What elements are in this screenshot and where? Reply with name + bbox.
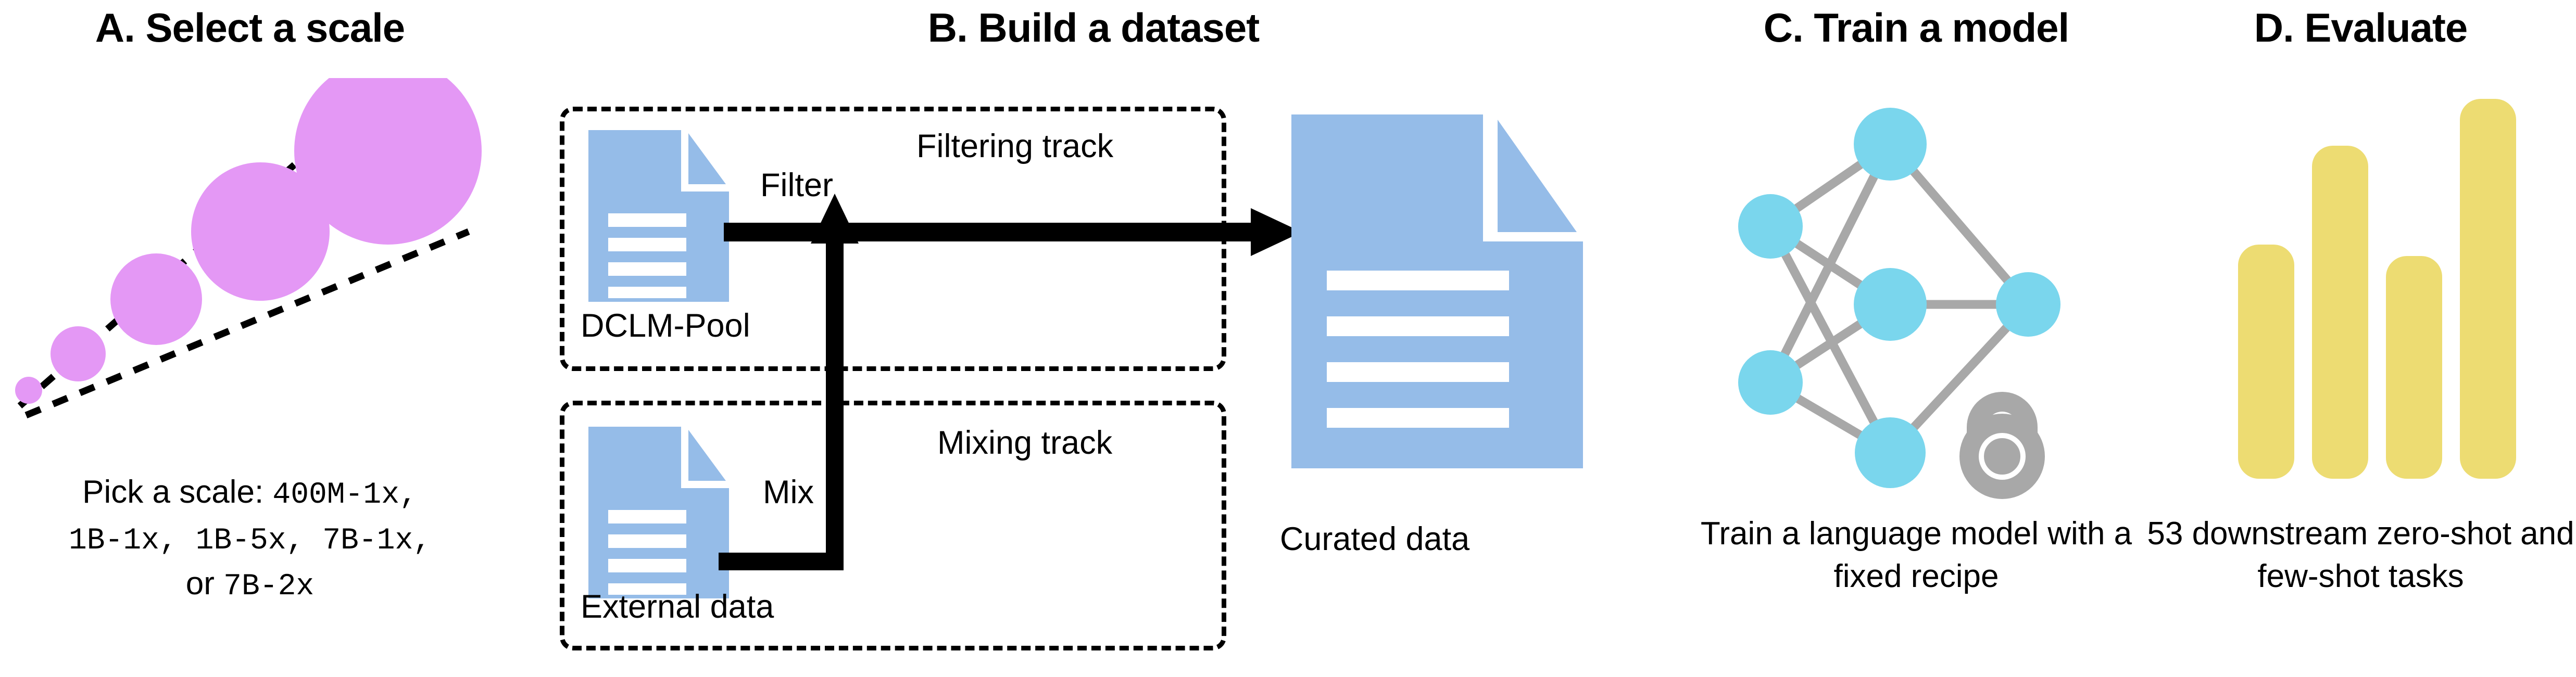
caption-line-3: or 7B-2x bbox=[0, 563, 500, 608]
scale-circle-5 bbox=[294, 78, 482, 245]
dclm-pool-document-icon bbox=[588, 130, 729, 302]
edge-in-bottom-hidden-top bbox=[1766, 139, 1895, 387]
network-nodes bbox=[1738, 108, 2060, 488]
node-hidden-bottom bbox=[1855, 417, 1926, 488]
growing-scale-cone-diagram bbox=[15, 78, 482, 419]
mix-action-label: Mix bbox=[763, 474, 814, 510]
external-data-document-icon bbox=[588, 427, 729, 598]
evaluation-bar-chart bbox=[2238, 99, 2516, 479]
node-hidden-top bbox=[1854, 108, 1927, 181]
node-input-top bbox=[1738, 194, 1803, 259]
scale-circle-1 bbox=[15, 377, 42, 404]
caption-line-2: 1B-1x, 1B-5x, 7B-1x, bbox=[0, 517, 500, 563]
mixing-track-label: Mixing track bbox=[937, 425, 1113, 461]
panel-d-title: D. Evaluate bbox=[2254, 5, 2468, 50]
scale-token-7b-2x: 7B-2x bbox=[223, 570, 315, 604]
neural-network-diagram bbox=[1738, 108, 2060, 499]
bar-1 bbox=[2238, 245, 2294, 479]
caption-line-1: Pick a scale: 400M-1x, bbox=[0, 471, 500, 517]
scale-token-group-2: 1B-1x, 1B-5x, 7B-1x, bbox=[68, 524, 432, 558]
cone-line-lower bbox=[24, 228, 470, 419]
curated-data-label: Curated data bbox=[1279, 521, 1470, 557]
scale-circle-2 bbox=[51, 326, 106, 381]
panel-evaluate: D. Evaluate 53 downstream zero-shot and … bbox=[2145, 0, 2576, 677]
filter-action-label: Filter bbox=[760, 167, 833, 203]
mixing-track-box bbox=[560, 401, 1226, 650]
curated-data-document-icon bbox=[1291, 114, 1583, 468]
panel-a-caption: Pick a scale: 400M-1x, 1B-1x, 1B-5x, 7B-… bbox=[0, 471, 500, 608]
filter-flow-arrow bbox=[724, 208, 1302, 256]
scale-token-400m-1x: 400M-1x, bbox=[272, 478, 418, 512]
node-hidden-middle bbox=[1854, 268, 1927, 341]
caption-or: or bbox=[185, 566, 224, 602]
panel-build-a-dataset: B. Build a dataset Filtering track DCLM-… bbox=[500, 0, 1687, 677]
panel-a-title: A. Select a scale bbox=[95, 5, 405, 50]
lock-icon bbox=[1959, 392, 2045, 499]
mix-flow-arrow bbox=[719, 194, 859, 570]
dclm-pool-label: DCLM-Pool bbox=[581, 308, 750, 344]
bar-4 bbox=[2460, 99, 2516, 479]
panel-c-title: C. Train a model bbox=[1763, 5, 2069, 50]
node-input-bottom bbox=[1738, 350, 1803, 415]
caption-prefix: Pick a scale: bbox=[82, 474, 273, 510]
external-data-label: External data bbox=[581, 589, 774, 625]
panel-select-a-scale: A. Select a scale Pick a scale: 400M-1x,… bbox=[0, 0, 500, 677]
panel-train-a-model: C. Train a model Train a lang bbox=[1687, 0, 2145, 677]
node-output bbox=[1996, 272, 2060, 337]
scale-circle-4 bbox=[191, 162, 330, 301]
panel-c-caption: Train a language model with a fixed reci… bbox=[1700, 516, 2132, 594]
panel-d-caption: 53 downstream zero-shot and few-shot tas… bbox=[2147, 516, 2574, 594]
scale-circle-3 bbox=[110, 253, 202, 345]
panel-b-title: B. Build a dataset bbox=[927, 5, 1260, 50]
bar-3 bbox=[2386, 256, 2442, 479]
bar-2 bbox=[2312, 146, 2368, 479]
filtering-track-label: Filtering track bbox=[916, 128, 1114, 164]
